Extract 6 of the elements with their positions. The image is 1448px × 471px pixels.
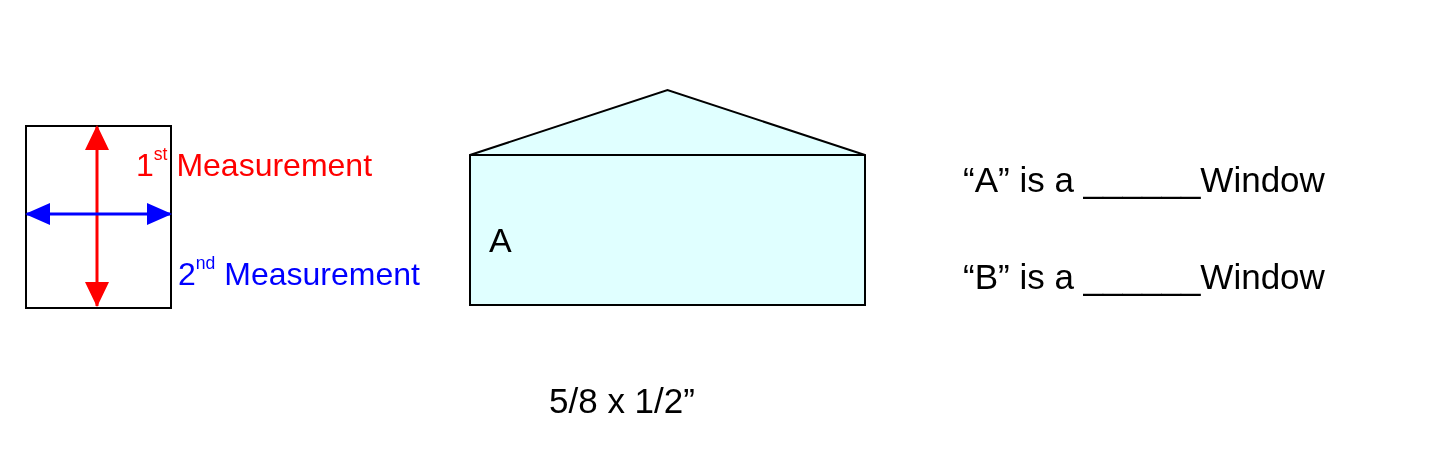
measurement-label: 2$^{nd}$ Measurement bbox=[178, 255, 420, 290]
dimension-text: 5/8 x 1/2” bbox=[549, 383, 695, 418]
question-text: “A” is a ______Window bbox=[963, 162, 1325, 197]
question-text: “B” is a ______Window bbox=[963, 259, 1325, 294]
window-label: A bbox=[489, 221, 512, 260]
measurement-label: 1$^{st}$ Measurement bbox=[136, 146, 372, 181]
